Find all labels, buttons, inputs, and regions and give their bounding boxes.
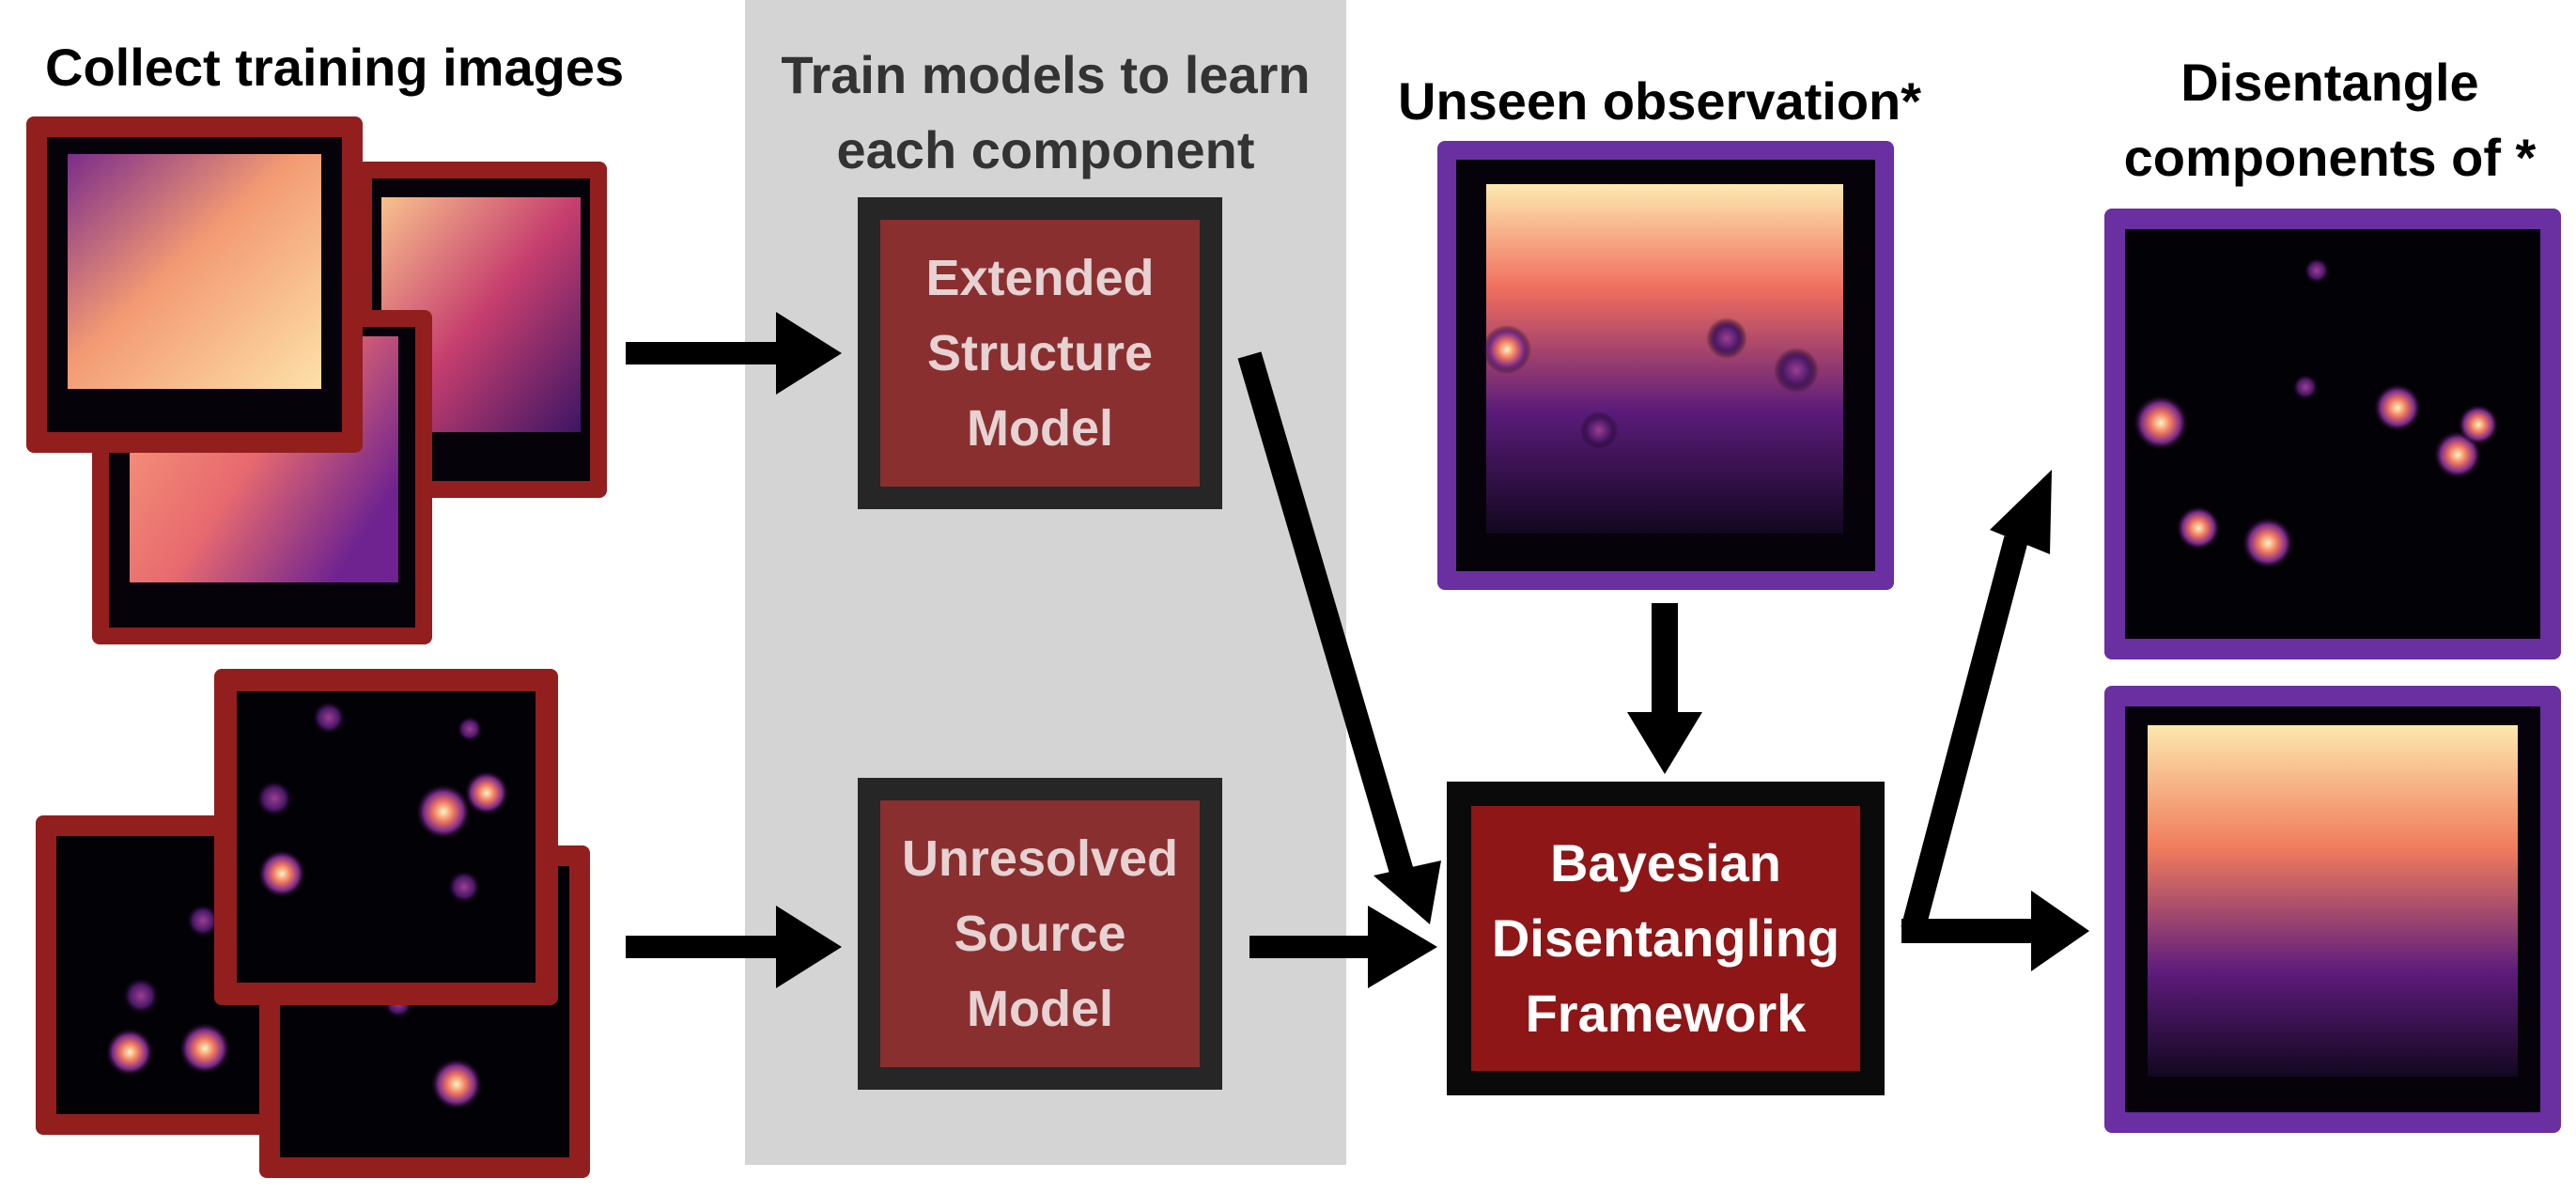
unresolved-source-model: Unresolved Source Model — [858, 778, 1222, 1090]
extended-training-image-1 — [26, 116, 363, 453]
output-sources-component — [2104, 209, 2561, 659]
unseen-heading: Unseen observation* — [1398, 71, 1922, 131]
arrow-observation-to-framework — [1627, 603, 1702, 774]
output-extended-component — [2104, 686, 2561, 1133]
unseen-observation-image — [1437, 141, 1894, 590]
arrow-source-model-to-framework — [1249, 906, 1437, 988]
train-heading: Train models to learn each component — [781, 45, 1311, 179]
arrow-framework-to-sources-output — [1901, 470, 2052, 934]
arrow-extended-model-to-framework — [1237, 351, 1441, 924]
arrow-extended-training-to-model — [626, 312, 842, 395]
collect-heading: Collect training images — [45, 38, 625, 97]
extended-structure-model: Extended Structure Model — [858, 197, 1222, 509]
disentangle-heading: Disentangle components of * — [2123, 53, 2537, 187]
bayesian-disentangling-framework: Bayesian Disentangling Framework — [1447, 782, 1885, 1095]
bayesian-disentangling-framework-label: Bayesian Disentangling Framework — [1491, 833, 1840, 1043]
unresolved-source-model-label: Unresolved Source Model — [901, 830, 1179, 1037]
source-training-image-1 — [214, 669, 558, 1005]
extended-structure-model-label: Extended Structure Model — [925, 250, 1155, 457]
source-training-image-2 — [259, 845, 590, 1178]
arrow-source-training-to-model — [626, 906, 842, 988]
